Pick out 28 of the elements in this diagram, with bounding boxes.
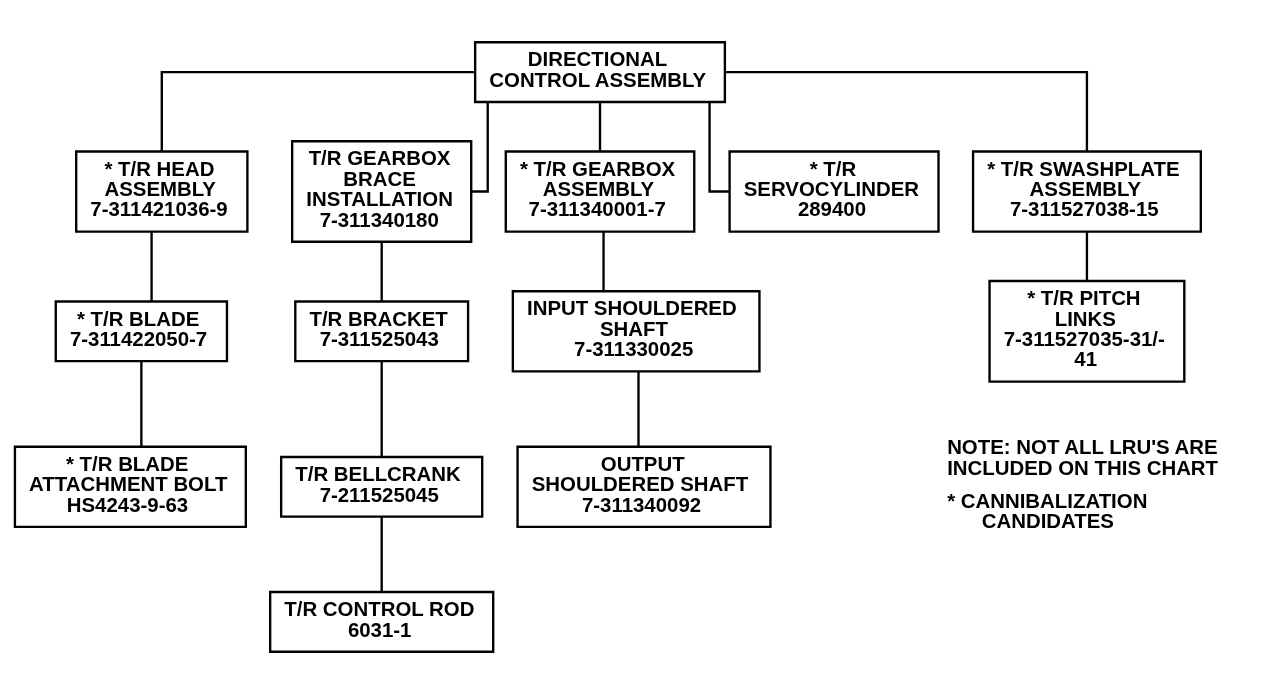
connector	[140, 361, 143, 447]
node-box: * T/R GEARBOX ASSEMBLY 7-311340001-7	[504, 150, 696, 233]
connector	[598, 102, 602, 151]
node-box: T/R BRACKET 7-311525043	[294, 300, 470, 363]
node-box: * T/R PITCH LINKS 7-311527035-31/-41	[988, 279, 1186, 383]
node-box: * T/R HEAD ASSEMBLY 7-311421036-9	[75, 150, 249, 233]
node-box: * T/R BLADE ATTACHMENT BOLT HS4243-9-63	[13, 445, 247, 529]
node-box: DIRECTIONAL CONTROL ASSEMBLY	[473, 41, 727, 104]
connector	[380, 361, 383, 457]
node-box: OUTPUT SHOULDERED SHAFT 7-311340092	[516, 445, 772, 529]
connector	[150, 231, 153, 302]
connector	[471, 102, 489, 193]
connector	[602, 231, 605, 291]
label: NOTE: NOT ALL LRU'S ARE INCLUDED ON THIS CHART	[947, 436, 1219, 479]
node-box: T/R GEARBOX BRACE INSTALLATION 7-311340180	[291, 140, 473, 243]
node-box: T/R CONTROL ROD 6031-1	[269, 590, 495, 653]
connector	[380, 241, 383, 302]
node-box: * T/R SERVOCYLINDER 289400	[728, 150, 940, 233]
connector	[637, 371, 640, 447]
connector	[160, 70, 475, 152]
node-box: INPUT SHOULDERED SHAFT 7-311330025	[511, 290, 761, 373]
connector	[725, 70, 1089, 152]
node-box: T/R BELLCRANK 7-211525045	[280, 455, 484, 518]
connector	[380, 516, 383, 592]
node-box: * T/R SWASHPLATE ASSEMBLY 7-311527038-15	[971, 150, 1202, 233]
connector	[1085, 231, 1089, 281]
label: * CANNIBALIZATION CANDIDATES	[947, 489, 1148, 533]
node-box: * T/R BLADE 7-311422050-7	[54, 300, 229, 363]
